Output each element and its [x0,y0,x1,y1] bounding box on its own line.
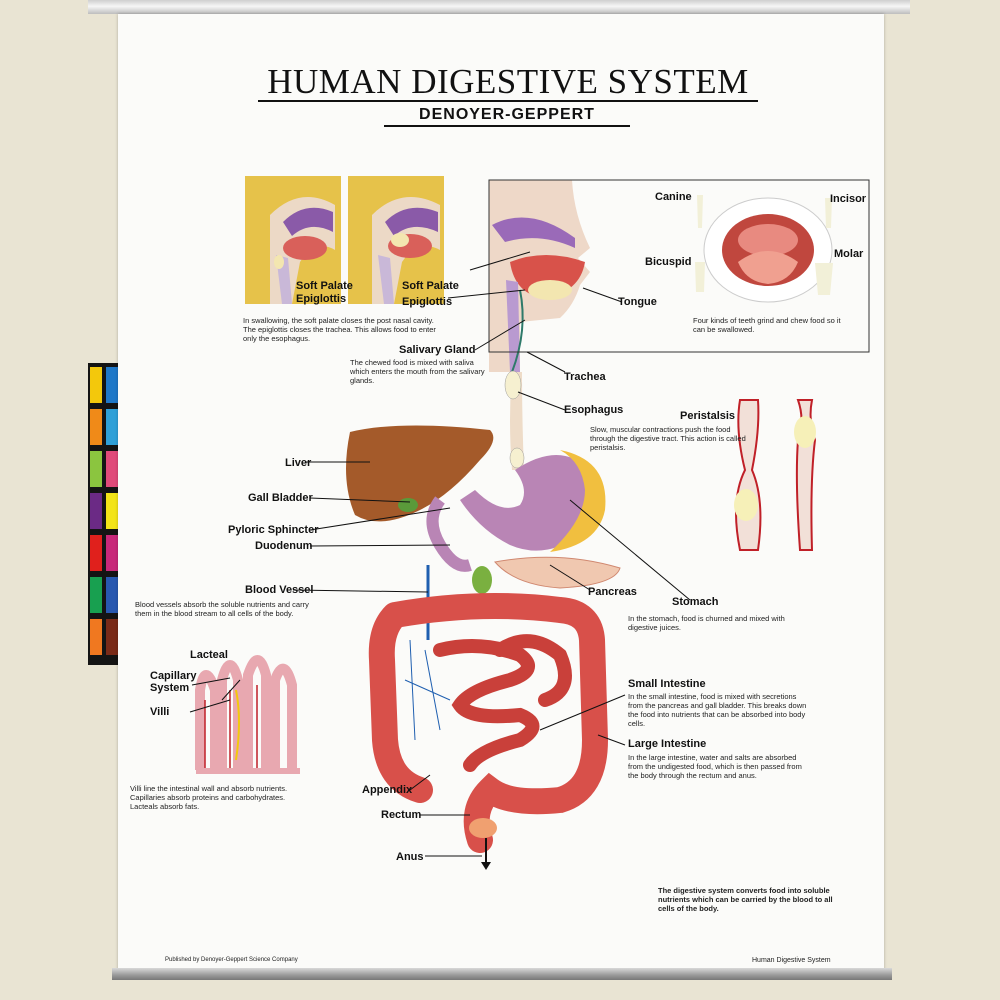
large-intestine-shape [368,593,609,853]
label-liver: Liver [285,457,312,469]
caption-small-intestine: In the small intestine, food is mixed wi… [628,692,807,728]
label-pancreas: Pancreas [588,586,637,598]
footer-publisher: Published by Denoyer-Geppert Science Com… [165,957,298,963]
label-peristalsis: Peristalsis [680,410,736,422]
label-lacteal: Lacteal [190,649,228,661]
top-roller [88,0,910,14]
small-intestine-shape [433,634,572,772]
peristalsis-illustration [734,399,817,551]
label-salivary-gland: Salivary Gland [399,344,476,356]
chart-title: HUMAN DIGESTIVE SYSTEM [267,62,749,101]
teeth-illustration [695,195,833,303]
caption-stomach: In the stomach, food is churned and mixe… [628,614,785,632]
swallowing-panel-1 [245,176,341,304]
label-anus: Anus [396,851,424,863]
label-esophagus: Esophagus [564,404,624,416]
caption-large-intestine: In the large intestine, water and salts … [628,753,802,780]
color-calibration-bar [88,363,120,665]
label-incisor: Incisor [830,193,867,205]
chart-subtitle: DENOYER-GEPPERT [419,106,595,123]
caption-teeth: Four kinds of teeth grind and chew food … [693,316,841,334]
label-villi: Villi [150,706,170,718]
label-tongue: Tongue [618,296,657,308]
caption-blood-vessel: Blood vessels absorb the soluble nutrien… [135,600,309,618]
label-duodenum: Duodenum [255,540,313,552]
villi-illustration [195,655,300,774]
pancreas-shape [494,556,621,589]
leader-lines [189,251,691,857]
caption-peristalsis: Slow, muscular contractions push the foo… [590,425,746,452]
label-large-intestine: Large Intestine [628,738,707,750]
bottom-rail [112,968,892,980]
teeth-inset-frame [488,179,870,353]
label-stomach: Stomach [672,596,719,608]
label-appendix: Appendix [362,784,413,796]
label-canine: Canine [655,191,692,203]
caption-salivary: The chewed food is mixed with saliva whi… [350,358,485,385]
label-bicuspid: Bicuspid [645,256,692,268]
liver-shape [346,425,494,522]
label-epiglottis-2: Epiglottis [402,296,453,308]
footer-chart-name: Human Digestive System [752,957,831,964]
caption-swallowing: In swallowing, the soft palate closes th… [243,316,436,343]
label-molar: Molar [834,248,864,260]
label-gall-bladder: Gall Bladder [248,492,313,504]
label-epiglottis-1: Epiglottis [296,293,347,305]
label-capillary-system: Capillary System [150,670,197,694]
label-pyloric-sphincter: Pyloric Sphincter [228,524,319,536]
subtitle-underline [384,125,630,127]
label-small-intestine: Small Intestine [628,678,706,690]
title-underline [258,100,758,102]
stomach-shape [460,455,596,551]
head-cross-section [489,180,590,373]
label-soft-palate-1: Soft Palate [296,280,353,292]
label-blood-vessel: Blood Vessel [245,584,314,596]
caption-villi: Villi line the intestinal wall and absor… [130,784,288,811]
caption-summary: The digestive system converts food into … [658,886,833,913]
label-rectum: Rectum [381,809,422,821]
swallowing-panel-2 [348,176,444,304]
label-trachea: Trachea [564,371,606,383]
label-soft-palate-2: Soft Palate [402,280,459,292]
